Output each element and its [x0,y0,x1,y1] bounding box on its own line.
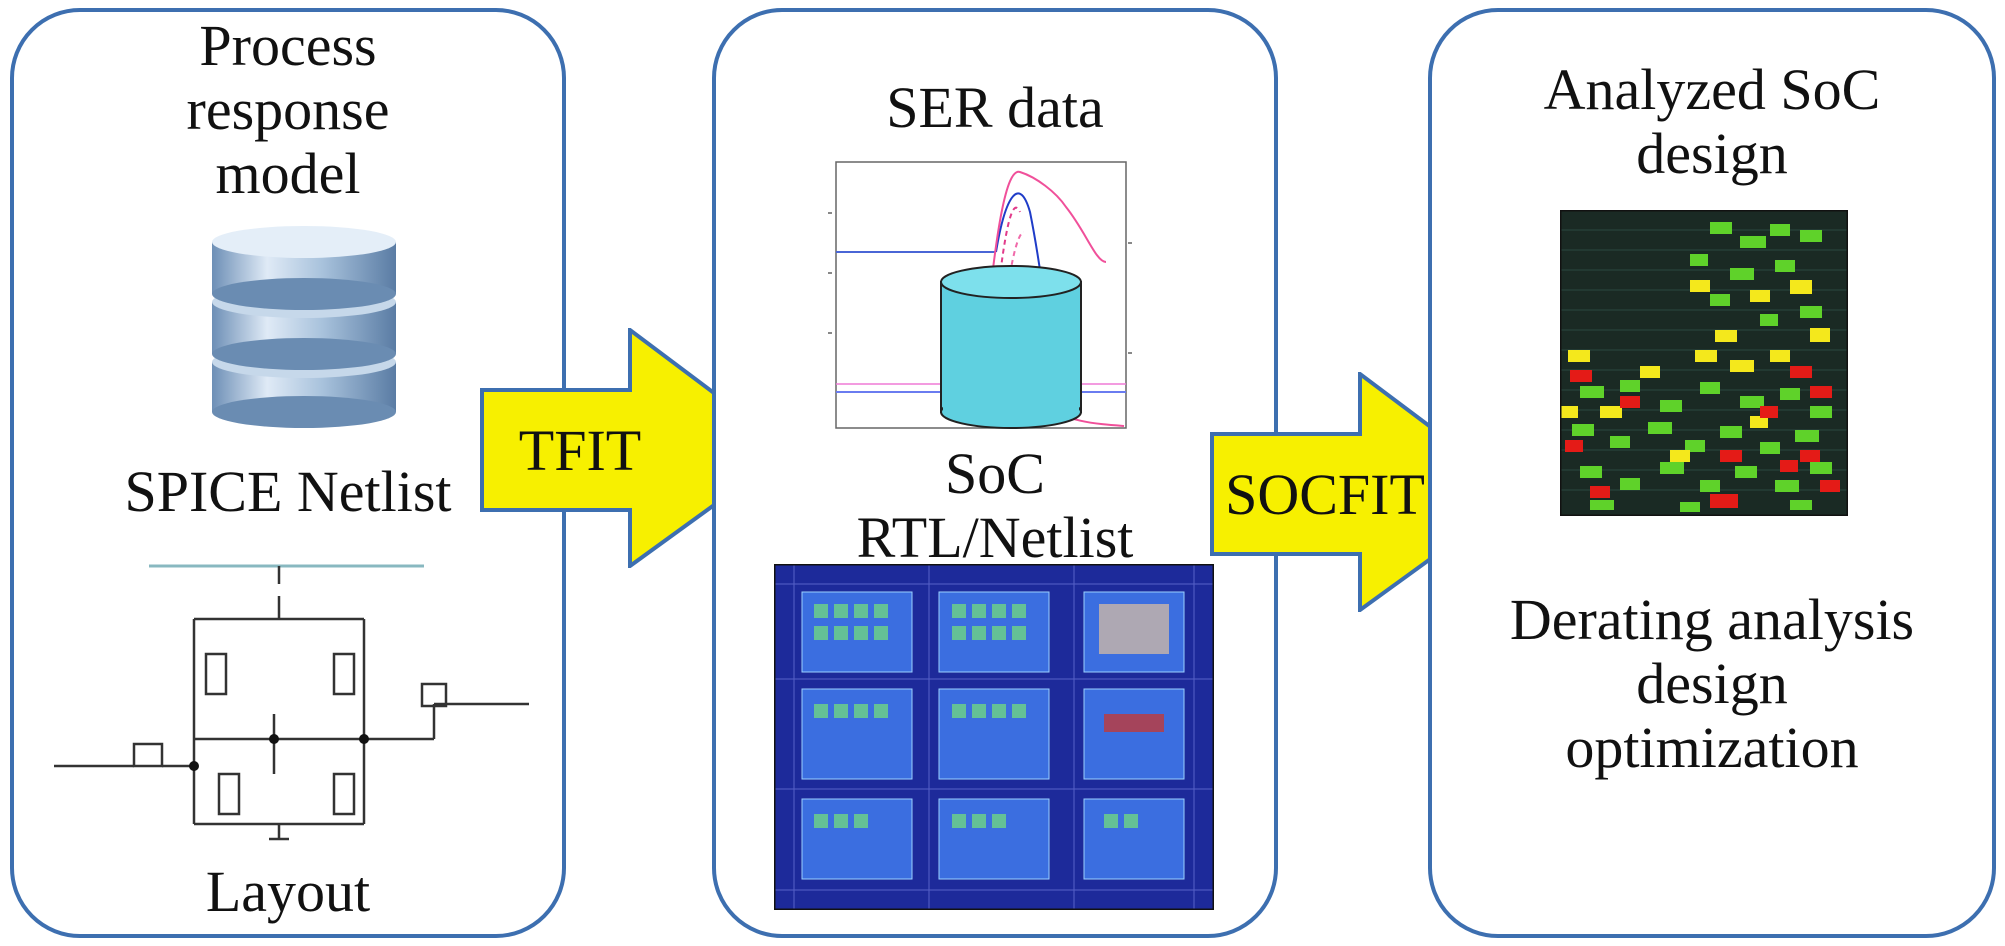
chip-layout-image [774,564,1214,910]
tfit-label: TFIT [519,418,641,483]
ser-waveform-chart [828,161,1132,429]
text-line: optimization [1565,715,1859,780]
cylinder-icon [940,265,1082,429]
title-line: design [1636,121,1788,186]
text-line: Derating analysis [1509,587,1915,652]
database-icon [212,226,396,428]
panel-analyzed-soc: Analyzed SoC design [1428,8,1996,938]
text-line: design [1636,651,1788,716]
socfit-label: SOCFIT [1225,462,1425,527]
analyzed-soc-title: Analyzed SoC design [1432,58,1992,186]
transistor-circuit-icon [54,564,529,841]
panel-ser-data: SER data SoC RTL/Netlist [712,8,1278,938]
process-model-title: Process response model [14,14,562,206]
panel-process-model: Process response model SPICE Netlist [10,8,566,938]
title-line: SoC [945,441,1045,506]
derating-analysis-text: Derating analysis design optimization [1432,588,1992,780]
title-line: response [186,77,390,142]
ser-data-label: SER data [886,75,1104,140]
title-line: Analyzed SoC [1543,57,1881,122]
title-line: RTL/Netlist [856,505,1134,570]
socfit-arrow: SOCFIT [1210,372,1524,612]
soc-heatmap-image [1560,210,1848,516]
title-line: Process [199,13,377,78]
spice-netlist-label: SPICE Netlist [124,459,452,524]
soc-netlist-title: SoC RTL/Netlist [716,442,1274,570]
layout-label: Layout [205,859,371,924]
tfit-arrow: TFIT [480,328,794,568]
title-line: model [215,141,361,206]
